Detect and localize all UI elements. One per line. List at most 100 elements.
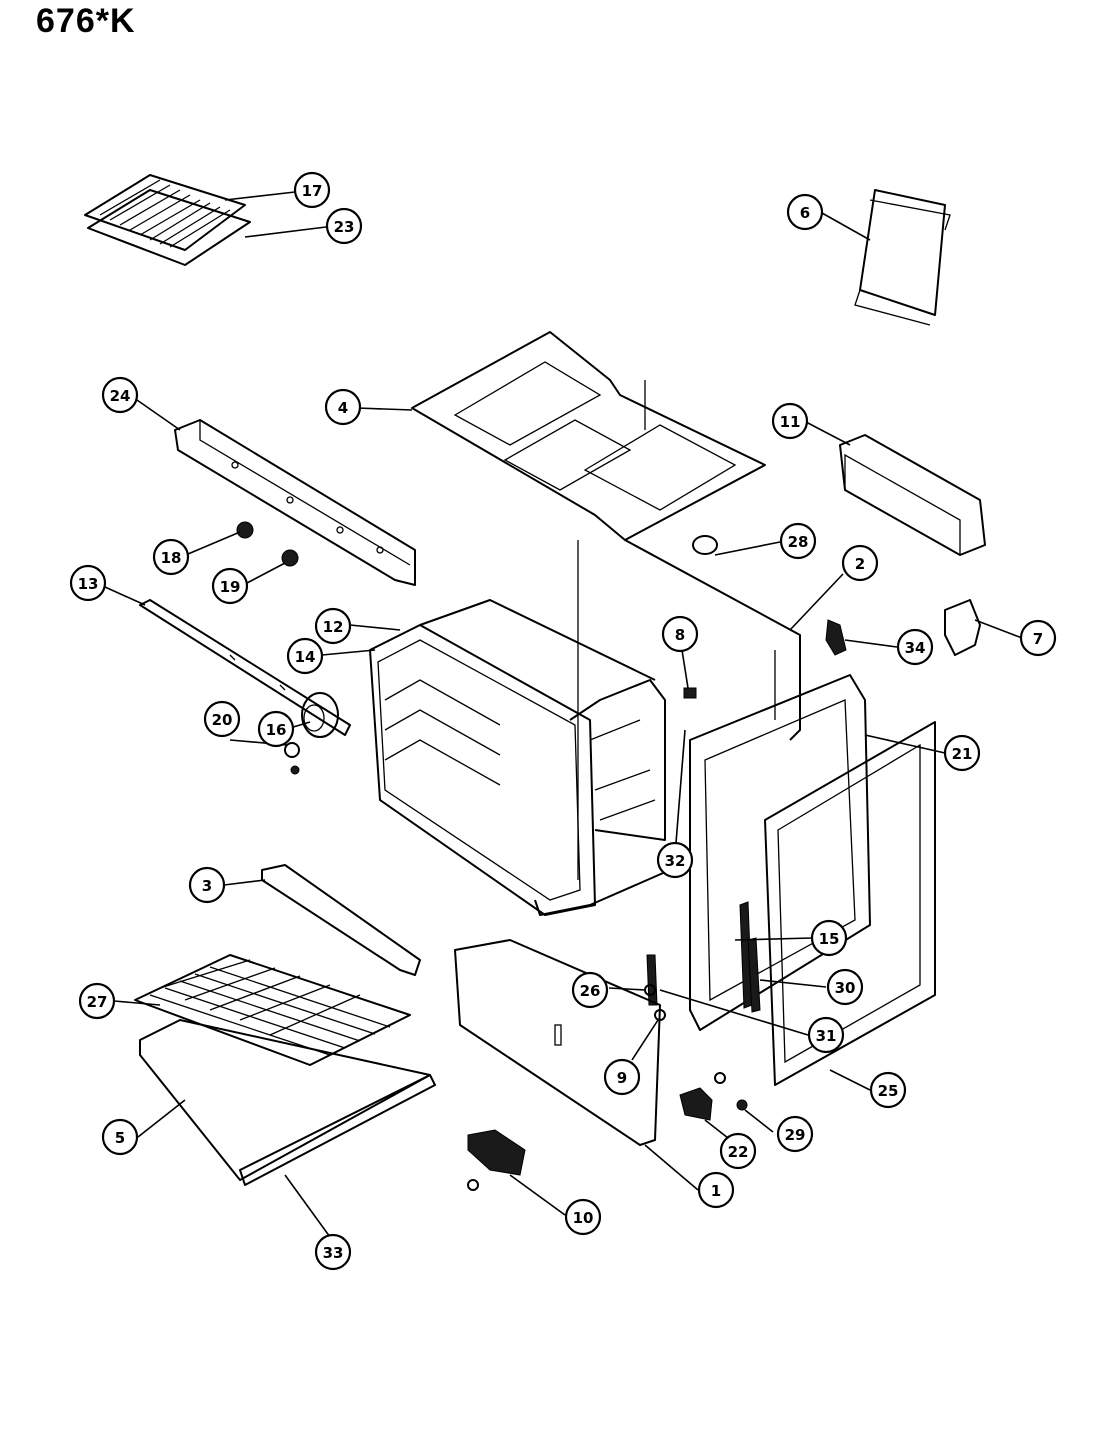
hinge-30: [747, 937, 761, 1013]
callout-circle: [779, 522, 817, 560]
callout-22: 22: [719, 1132, 757, 1170]
latch: [679, 1087, 713, 1121]
callout-label: 15: [819, 930, 840, 948]
screw-22: [714, 1072, 726, 1084]
callout-1: 1: [697, 1171, 735, 1209]
front-rail: [174, 419, 416, 586]
rear-bracket: [839, 434, 986, 556]
callout-circle: [786, 193, 824, 231]
callout-label: 11: [780, 413, 801, 431]
callout-circle: [810, 919, 848, 957]
bottom-bracket: [261, 864, 421, 976]
rack-support: [139, 1019, 431, 1181]
callout-label: 7: [1033, 630, 1043, 648]
callout-label: 25: [878, 1082, 899, 1100]
callout-15: 15: [810, 919, 848, 957]
callout-19: 19: [211, 567, 249, 605]
callout-24: 24: [101, 376, 139, 414]
callout-circle: [776, 1115, 814, 1153]
screw-10: [467, 1179, 479, 1191]
callout-28: 28: [779, 522, 817, 560]
callout-34: 34: [896, 628, 934, 666]
callout-circle: [771, 402, 809, 440]
callout-label: 1: [711, 1182, 721, 1200]
callout-circle: [661, 615, 699, 653]
callout-circle: [78, 982, 116, 1020]
callout-label: 27: [87, 993, 108, 1011]
callout-circle: [257, 710, 295, 748]
callout-10: 10: [564, 1198, 602, 1236]
callout-label: 20: [212, 711, 233, 729]
callout-label: 21: [952, 745, 973, 763]
callout-circle: [564, 1198, 602, 1236]
callout-32: 32: [656, 841, 694, 879]
knob-18: [236, 521, 254, 539]
callout-label: 33: [323, 1244, 344, 1262]
callout-20: 20: [203, 700, 241, 738]
callout-label: 3: [202, 877, 212, 895]
callout-2: 2: [841, 544, 879, 582]
oven-cavity: [369, 599, 671, 916]
lower-panel: [454, 939, 661, 1146]
callout-12: 12: [314, 607, 352, 645]
callout-13: 13: [69, 564, 107, 602]
callout-circle: [152, 538, 190, 576]
callout-label: 18: [161, 549, 182, 567]
callout-circle: [69, 564, 107, 602]
callout-label: 13: [78, 575, 99, 593]
callout-23: 23: [325, 207, 363, 245]
callout-21: 21: [943, 734, 981, 772]
callout-label: 34: [905, 639, 926, 657]
callout-circle: [896, 628, 934, 666]
callout-circle: [807, 1016, 845, 1054]
callout-circle: [203, 700, 241, 738]
broiler-pan: [84, 174, 251, 266]
callout-29: 29: [776, 1115, 814, 1153]
callout-14: 14: [286, 637, 324, 675]
callout-circle: [314, 607, 352, 645]
callout-circle: [324, 388, 362, 426]
callout-circle: [286, 637, 324, 675]
callout-circle: [697, 1171, 735, 1209]
callout-16: 16: [257, 710, 295, 748]
callout-label: 10: [573, 1209, 594, 1227]
top-panel: [411, 331, 766, 880]
callout-label: 6: [800, 204, 810, 222]
callout-4: 4: [324, 388, 362, 426]
callout-3: 3: [188, 866, 226, 904]
screw-29: [736, 1099, 748, 1111]
callout-circle: [841, 544, 879, 582]
callout-label: 4: [338, 399, 348, 417]
callout-circle: [943, 734, 981, 772]
callout-circle: [603, 1058, 641, 1096]
block: [467, 1129, 526, 1176]
callout-label: 16: [266, 721, 287, 739]
callout-circle: [293, 171, 331, 209]
callout-label: 22: [728, 1143, 749, 1161]
hinge-31: [646, 954, 658, 1006]
callout-circle: [1019, 619, 1057, 657]
callout-label: 26: [580, 982, 601, 1000]
callout-label: 19: [220, 578, 241, 596]
screw-9: [654, 1009, 666, 1021]
callout-33: 33: [314, 1233, 352, 1271]
callout-label: 2: [855, 555, 865, 573]
callout-25: 25: [869, 1071, 907, 1109]
door-glass: [764, 721, 936, 1086]
callout-label: 29: [785, 1126, 806, 1144]
callout-5: 5: [101, 1118, 139, 1156]
callout-9: 9: [603, 1058, 641, 1096]
callout-circle: [571, 971, 609, 1009]
callout-circle: [325, 207, 363, 245]
spring: [825, 619, 847, 656]
side-panel: [624, 539, 801, 741]
callout-circle: [188, 866, 226, 904]
callout-circle: [719, 1132, 757, 1170]
callout-circle: [101, 376, 139, 414]
callout-label: 12: [323, 618, 344, 636]
callout-label: 14: [295, 648, 316, 666]
callout-label: 8: [675, 626, 685, 644]
callout-7: 7: [1019, 619, 1057, 657]
callout-circle: [656, 841, 694, 879]
